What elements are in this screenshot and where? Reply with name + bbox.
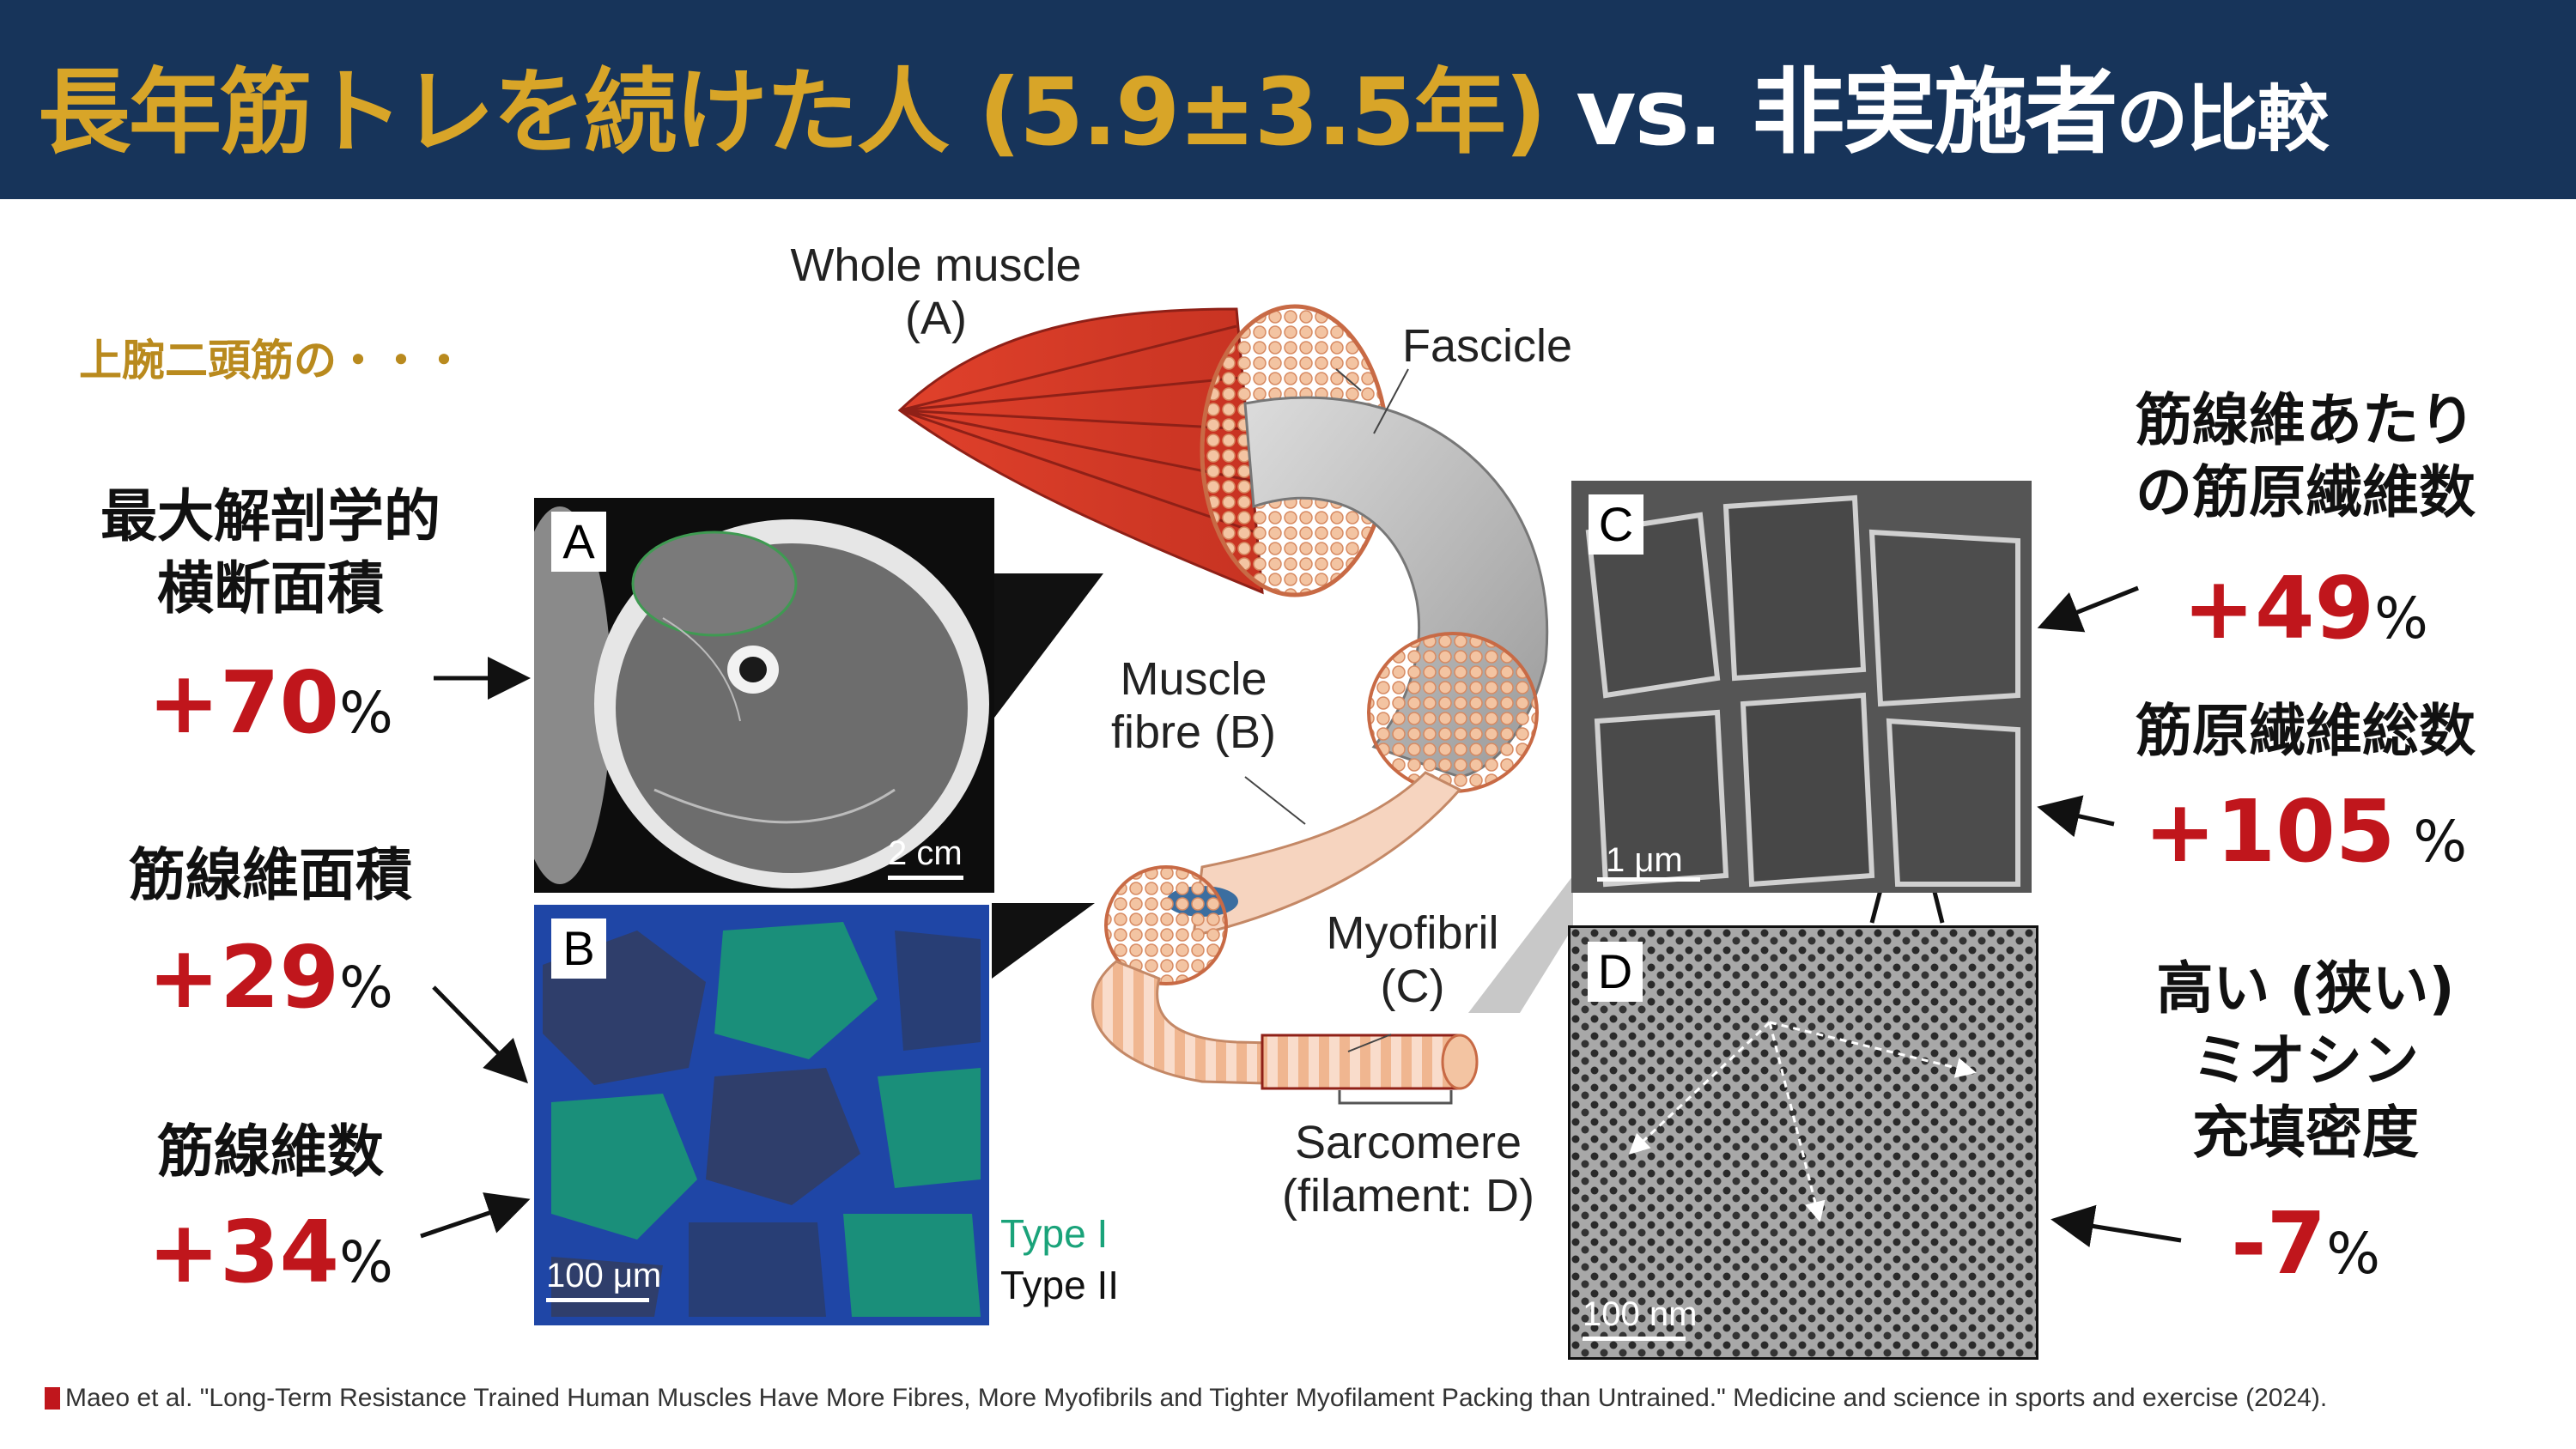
panel-b-scale-bar bbox=[546, 1298, 649, 1302]
stat-csa-unit: % bbox=[339, 680, 393, 746]
arrow-myosin-density bbox=[2050, 1204, 2182, 1248]
panel-d-scale-bar bbox=[1583, 1337, 1686, 1341]
legend-type1: Type I bbox=[1000, 1211, 1109, 1256]
label-muscle-fibre-line2: fibre (B) bbox=[1110, 706, 1277, 758]
stat-total-myofibrils-line1: 筋原繊維総数 bbox=[2136, 698, 2476, 764]
stat-csa-label-line2: 横断面積 bbox=[157, 555, 384, 621]
stat-fiber-area-label-line1: 筋線維面積 bbox=[129, 842, 412, 908]
stat-myosin-density-line3: 充填密度 bbox=[2192, 1100, 2419, 1166]
stat-myofibrils-per-fiber-number: +49 bbox=[2183, 558, 2375, 658]
legend-type2: Type II bbox=[1000, 1263, 1120, 1307]
panel-a-scale-text: 2 cm bbox=[888, 834, 963, 872]
stat-myosin-density-unit: % bbox=[2326, 1221, 2380, 1287]
stat-fiber-count-number: +34 bbox=[148, 1202, 340, 1302]
label-myofibril: Myofibril (C) bbox=[1297, 906, 1528, 1013]
title-suffix: の比較 bbox=[2116, 77, 2329, 161]
panel-d-label: D bbox=[1588, 942, 1643, 1002]
stat-csa-label: 最大解剖学的 横断面積 bbox=[52, 481, 489, 625]
arrow-total-myofibrils bbox=[2037, 795, 2115, 838]
panel-c-label: C bbox=[1589, 494, 1643, 555]
title-pm: ± bbox=[1178, 59, 1255, 167]
stat-myosin-density-value: -7% bbox=[2069, 1193, 2542, 1294]
whole-muscle-shape bbox=[897, 307, 1264, 595]
header-bar bbox=[0, 0, 2576, 199]
label-whole-muscle-line2: (A) bbox=[905, 293, 967, 344]
stat-csa-label-line1: 最大解剖学的 bbox=[100, 483, 440, 549]
label-whole-muscle: Whole muscle (A) bbox=[756, 239, 1116, 345]
stat-csa-number: +70 bbox=[148, 652, 340, 753]
stat-myosin-density-line1: 高い (狭い) bbox=[2156, 955, 2455, 1022]
stat-fiber-count-unit: % bbox=[339, 1229, 393, 1295]
label-fascicle: Fascicle bbox=[1401, 320, 1573, 372]
panel-a-mri: A 2 cm bbox=[534, 498, 994, 893]
panel-b-scale-text: 100 μm bbox=[546, 1257, 662, 1294]
label-muscle-fibre-line1: Muscle bbox=[1120, 653, 1267, 705]
stat-myofibrils-per-fiber-value: +49% bbox=[2069, 558, 2542, 658]
panel-d-filaments-em: D 100 nm bbox=[1568, 925, 2038, 1360]
stat-fiber-count-label: 筋線維数 bbox=[52, 1116, 489, 1188]
citation-book-icon bbox=[45, 1387, 60, 1410]
fascicle-cross-section bbox=[1367, 632, 1539, 793]
title-part1: 長年筋トレを続けた人 (5.9 bbox=[38, 59, 1180, 167]
sarcomere-shape bbox=[1261, 1034, 1461, 1090]
panel-b-label: B bbox=[551, 919, 606, 979]
stat-myofibrils-per-fiber-label: 筋線維あたり の筋原繊維数 bbox=[2069, 385, 2542, 529]
stat-total-myofibrils-unit: % bbox=[2395, 809, 2468, 875]
title-vs: vs. 非実施者 bbox=[1545, 59, 2117, 167]
stat-csa-value: +70% bbox=[52, 652, 489, 753]
stat-fiber-area-value: +29% bbox=[52, 927, 489, 1028]
stat-myofibrils-per-fiber-line1: 筋線維あたり bbox=[2136, 387, 2476, 453]
label-whole-muscle-line1: Whole muscle bbox=[790, 239, 1082, 291]
panel-c-scale-text: 1 μm bbox=[1606, 841, 1683, 879]
fibre-cross-section bbox=[1104, 865, 1228, 985]
stat-myosin-density-label: 高い (狭い) ミオシン 充填密度 bbox=[2069, 953, 2542, 1169]
panel-c-myofibrils-em: C 1 μm bbox=[1571, 481, 2032, 893]
subtitle: 上腕二頭筋の・・・ bbox=[79, 336, 465, 385]
zoom-wedge-a bbox=[992, 573, 1103, 721]
stat-fiber-count-label-line1: 筋線維数 bbox=[157, 1119, 384, 1185]
stat-total-myofibrils-label: 筋原繊維総数 bbox=[2069, 695, 2542, 767]
title-part2: 3.5年) bbox=[1254, 59, 1547, 167]
label-sarcomere-line2: (filament: D) bbox=[1281, 1170, 1535, 1222]
stat-fiber-area-unit: % bbox=[339, 955, 393, 1021]
stat-myofibrils-per-fiber-unit: % bbox=[2374, 585, 2428, 652]
panel-b-histology: B 100 μm bbox=[534, 905, 989, 1325]
panel-c-scale-bar bbox=[1597, 877, 1700, 882]
stat-fiber-count-value: +34% bbox=[52, 1202, 489, 1302]
label-myofibril-line1: Myofibril bbox=[1326, 907, 1499, 959]
stat-total-myofibrils-number: +105 bbox=[2143, 781, 2396, 882]
panel-d-scale-text: 100 nm bbox=[1583, 1295, 1698, 1333]
panel-a-label: A bbox=[551, 512, 606, 572]
stat-myosin-density-number: -7 bbox=[2231, 1193, 2327, 1294]
stat-total-myofibrils-value: +105 % bbox=[2069, 781, 2542, 882]
citation-text: Maeo et al. "Long-Term Resistance Traine… bbox=[65, 1384, 2328, 1412]
arrow-fiber-count bbox=[420, 1192, 531, 1239]
panel-a-scale-bar bbox=[888, 876, 963, 880]
arrow-myofibrils-per-fiber bbox=[2037, 585, 2139, 633]
page-title: 長年筋トレを続けた人 (5.9±3.5年) vs. 非実施者の比較 bbox=[38, 38, 2329, 172]
label-myofibril-line2: (C) bbox=[1380, 961, 1445, 1012]
label-sarcomere-line1: Sarcomere bbox=[1294, 1117, 1522, 1168]
arrow-fiber-area bbox=[432, 985, 529, 1084]
stat-fiber-area-number: +29 bbox=[148, 927, 340, 1028]
label-muscle-fibre: Muscle fibre (B) bbox=[1082, 652, 1305, 759]
zoom-wedge-c bbox=[1468, 876, 1573, 1013]
label-sarcomere: Sarcomere (filament: D) bbox=[1236, 1116, 1580, 1222]
stat-myofibrils-per-fiber-line2: の筋原繊維数 bbox=[2136, 459, 2476, 525]
zoom-wedge-b bbox=[992, 903, 1095, 979]
stat-myosin-density-line2: ミオシン bbox=[2192, 1028, 2419, 1094]
stat-fiber-area-label: 筋線維面積 bbox=[52, 840, 489, 912]
